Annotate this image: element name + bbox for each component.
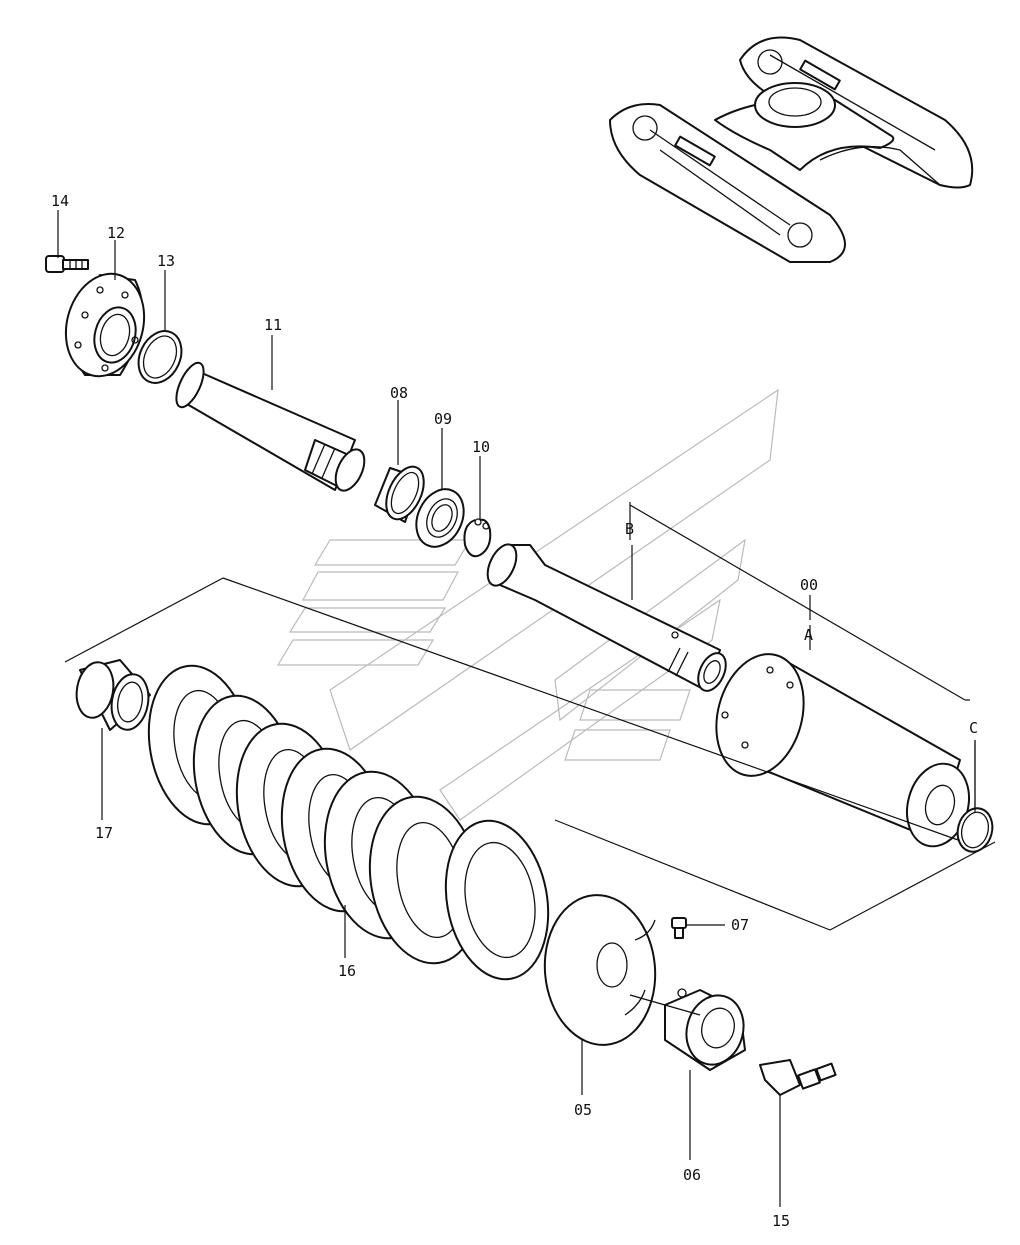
flange-part-12 [64, 272, 146, 378]
o-ring-part-C [956, 807, 994, 853]
label-B: B [625, 520, 634, 538]
label-17: 17 [95, 824, 113, 842]
label-00: 00 [800, 576, 818, 594]
cylinder-part-A [715, 653, 970, 848]
label-09: 09 [434, 410, 452, 428]
screw-part-07 [671, 917, 687, 939]
spring-part-16 [147, 664, 550, 981]
label-11: 11 [264, 316, 282, 334]
shaft-part-11 [175, 361, 366, 492]
label-06: 06 [683, 1166, 701, 1184]
label-12: 12 [107, 224, 125, 242]
undercarriage-inset [609, 36, 974, 263]
label-05: 05 [574, 1101, 592, 1119]
label-16: 16 [338, 962, 356, 980]
label-07: 07 [731, 916, 749, 934]
bushing-part-08 [374, 465, 425, 523]
label-C: C [969, 719, 978, 737]
bolt-part-14 [45, 255, 89, 273]
ring-part-13 [137, 330, 183, 384]
bushing-part-17 [75, 659, 151, 731]
label-13: 13 [157, 252, 175, 270]
grease-fitting-part-15 [759, 1059, 837, 1096]
label-14: 14 [51, 192, 69, 210]
label-10: 10 [472, 438, 490, 456]
spring-seat-part-05 [543, 894, 657, 1046]
rod-part-B [486, 543, 727, 692]
snap-ring-part-10 [463, 518, 492, 558]
label-08: 08 [390, 384, 408, 402]
nut-part-06 [629, 988, 746, 1071]
part-labels: 14 12 13 11 08 09 10 B 00 A C 17 16 07 0… [51, 192, 978, 1230]
assembly-outline [64, 502, 996, 931]
seal-part-09 [415, 488, 465, 548]
leader-lines [57, 210, 976, 1207]
label-A: A [804, 626, 813, 644]
label-15: 15 [772, 1212, 790, 1230]
watermark-logo [276, 388, 779, 821]
